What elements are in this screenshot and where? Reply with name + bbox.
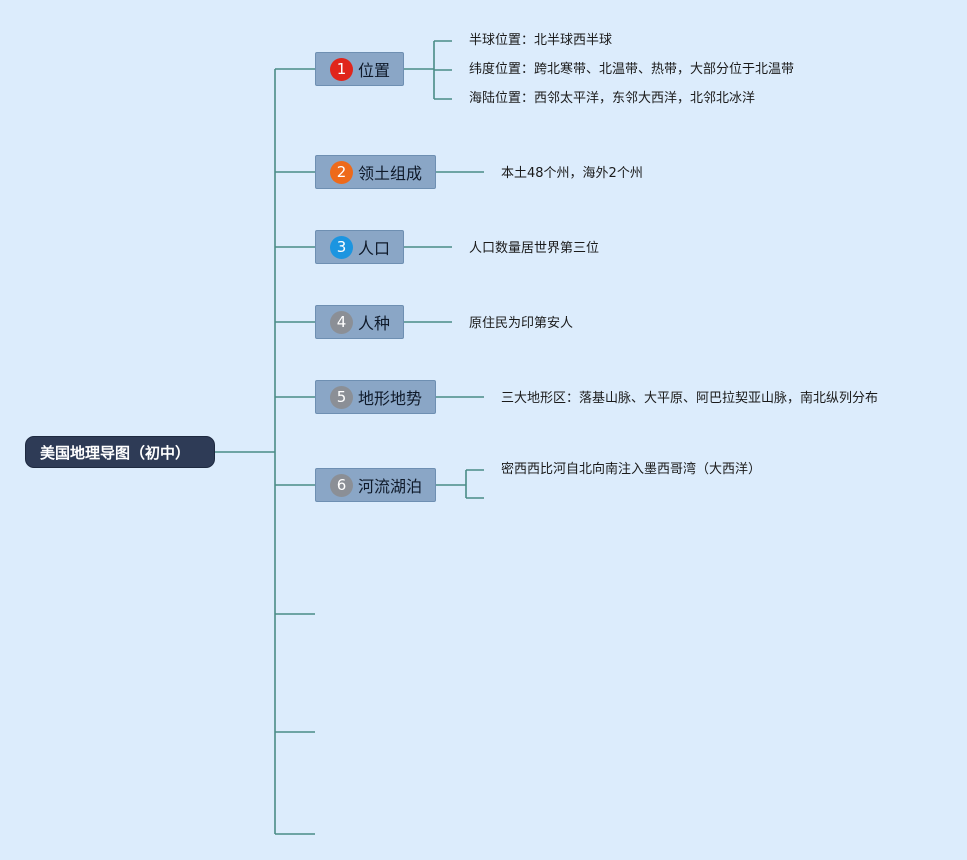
topic-6-detail-1[interactable]: 密西西比河自北向南注入墨西哥湾（大西洋） (501, 462, 762, 477)
topic-6-connector (436, 469, 484, 499)
topic-5-number-badge: 5 (330, 385, 353, 409)
topic-population[interactable]: 3 人口 (315, 230, 404, 264)
topic-terrain[interactable]: 5 地形地势 (315, 380, 436, 414)
topic-3-detail-1[interactable]: 人口数量居世界第三位 (469, 241, 600, 256)
central-topic-label: 美国地理导图（初中） (40, 443, 191, 462)
topic-location[interactable]: 1 位置 (315, 52, 404, 86)
topic-5-detail-1[interactable]: 三大地形区：落基山脉、大平原、阿巴拉契亚山脉，南北纵列分布 (501, 391, 879, 406)
topic-1-connector (404, 40, 452, 100)
topic-1-detail-1[interactable]: 半球位置：北半球西半球 (469, 33, 613, 48)
topic-4-label: 人种 (358, 314, 391, 333)
topic-1-detail-2[interactable]: 纬度位置：跨北寒带、北温带、热带，大部分位于北温带 (469, 62, 795, 77)
topic-3-label: 人口 (358, 239, 391, 258)
topic-4-number-badge: 4 (330, 310, 353, 334)
topic-5-label: 地形地势 (358, 389, 423, 408)
topic-2-label: 领土组成 (358, 164, 423, 183)
topic-6-label: 河流湖泊 (358, 477, 423, 496)
central-topic[interactable]: 美国地理导图（初中） (25, 436, 215, 468)
topic-2-detail-1[interactable]: 本土48个州，海外2个州 (501, 166, 643, 181)
topic-6-number-badge: 6 (330, 473, 353, 497)
topic-1-number-badge: 1 (330, 57, 353, 81)
topic-4-detail-1[interactable]: 原住民为印第安人 (469, 316, 574, 331)
topic-1-label: 位置 (358, 61, 391, 80)
topic-territory[interactable]: 2 领土组成 (315, 155, 436, 189)
topic-2-number-badge: 2 (330, 160, 353, 184)
topic-1-detail-3[interactable]: 海陆位置：西邻太平洋，东邻大西洋，北邻北冰洋 (469, 91, 756, 106)
topic-rivers-lakes[interactable]: 6 河流湖泊 (315, 468, 436, 502)
topic-3-number-badge: 3 (330, 235, 353, 259)
topic-race[interactable]: 4 人种 (315, 305, 404, 339)
